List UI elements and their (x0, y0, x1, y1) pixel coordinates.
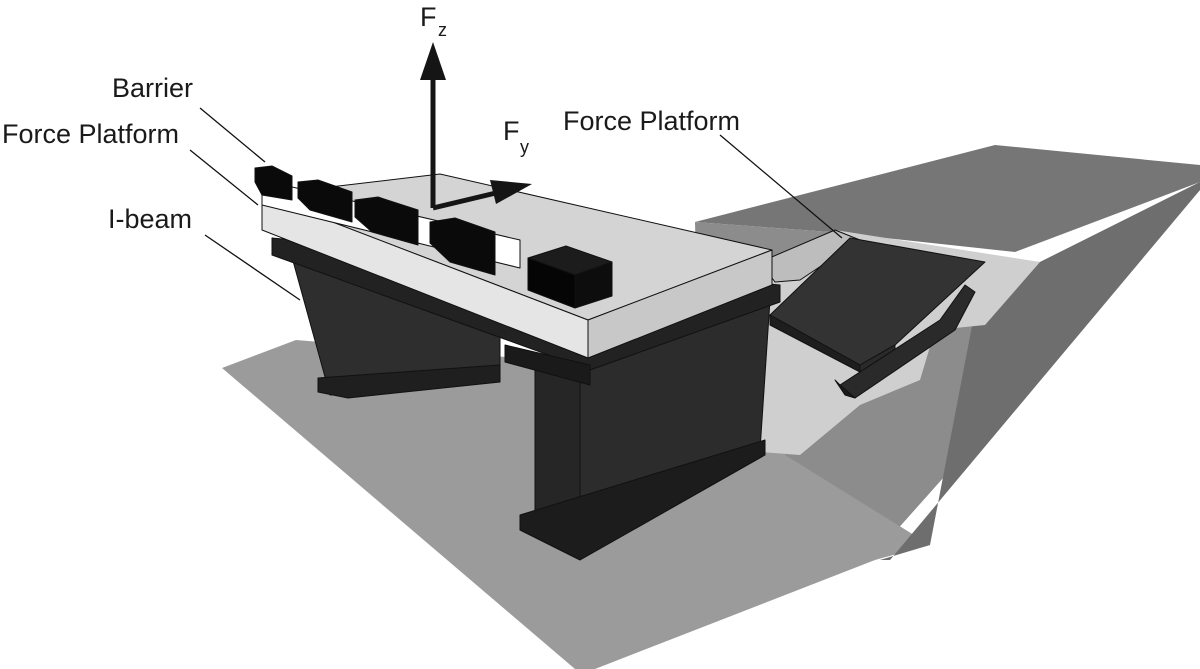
force-platform-right-leader (719, 134, 843, 239)
leader-lines (189, 107, 843, 301)
ibeam-leader (204, 234, 301, 301)
ibeam-flange-front (504, 344, 591, 386)
runway-near (880, 182, 1200, 560)
fz-label: F (420, 2, 437, 32)
barrier-block (354, 196, 419, 246)
runway-far (695, 145, 1200, 252)
force-arrows (420, 42, 532, 211)
platform-right-side (587, 249, 773, 359)
barrier-block (429, 217, 496, 276)
barrier-block (527, 245, 613, 309)
barrier-label: Barrier (112, 73, 193, 103)
ibeam-label: I-beam (108, 204, 192, 234)
ibeam-left-foot (317, 364, 501, 399)
force-platform-left-label: Force Platform (2, 119, 179, 149)
fz-arrow-head (420, 42, 446, 80)
barrier-leader (199, 107, 266, 163)
fz-subscript: z (438, 20, 447, 40)
barrier-block (297, 179, 353, 223)
ibeam-right-foot (519, 439, 766, 561)
barrier-block (254, 165, 293, 201)
fy-arrow-shaft (432, 189, 501, 211)
labels: Barrier Force Platform I-beam Force Plat… (2, 2, 740, 234)
fy-arrow-head (490, 180, 532, 204)
force-platform-right-label: Force Platform (563, 106, 740, 136)
barrier (254, 165, 613, 309)
fy-label: F (503, 116, 520, 146)
right-force-platform (769, 237, 986, 399)
fy-subscript: y (520, 137, 529, 157)
right-support-flange (834, 379, 856, 399)
force-platform-left-leader (189, 149, 259, 206)
